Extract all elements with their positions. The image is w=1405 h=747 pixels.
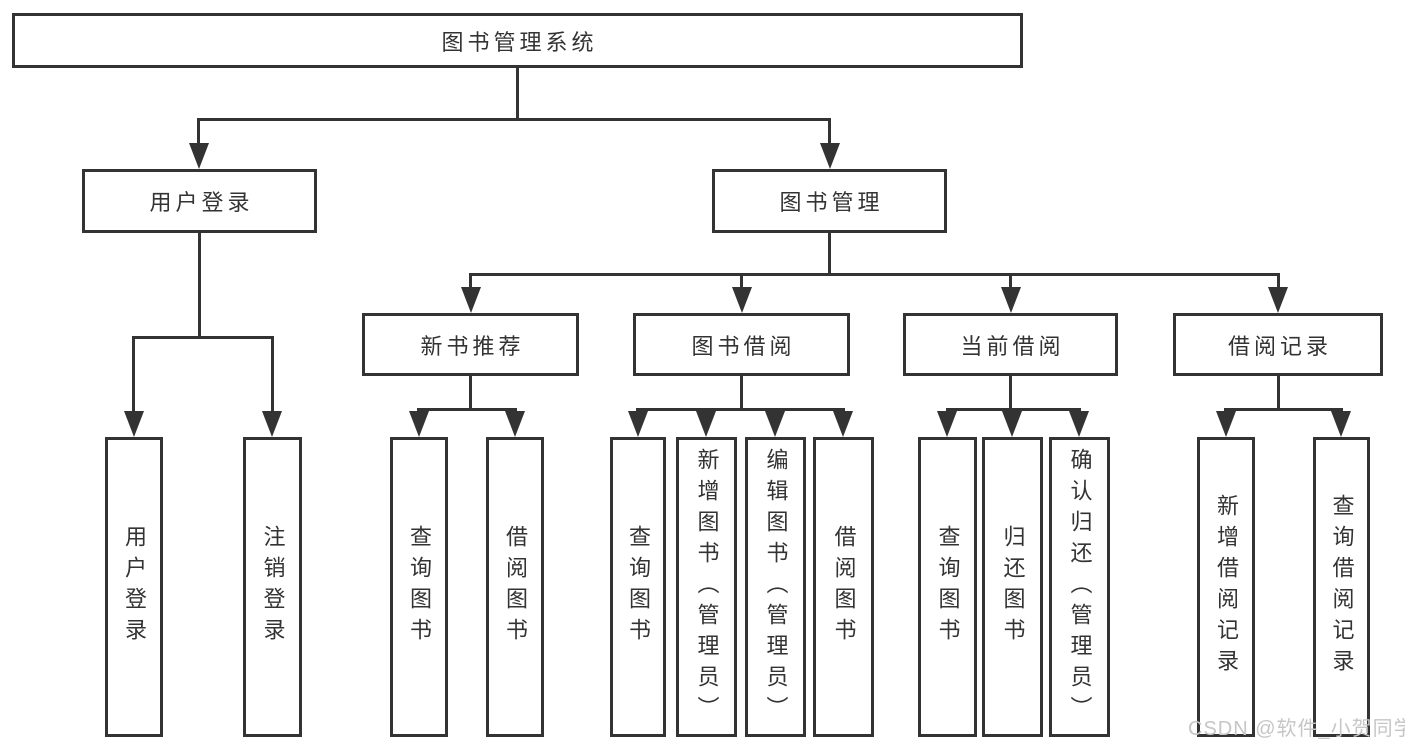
- connector-line: [132, 336, 135, 411]
- node-book-borrowing: 图书借阅: [633, 313, 850, 376]
- connector-line: [828, 233, 831, 273]
- leaf-add-books-admin: 新增图书（管理员）: [676, 437, 737, 737]
- leaf-query-books-current: 查询图书: [918, 437, 977, 737]
- arrowhead-icon: [409, 411, 429, 437]
- connector-line: [197, 118, 831, 121]
- node-current-borrowing: 当前借阅: [903, 313, 1118, 376]
- arrowhead-icon: [1331, 411, 1351, 437]
- connector-line: [132, 336, 274, 339]
- connector-line: [828, 118, 831, 145]
- arrowhead-icon: [461, 287, 481, 313]
- arrowhead-icon: [262, 411, 282, 437]
- leaf-query-borrow-record: 查询借阅记录: [1313, 437, 1370, 737]
- leaf-return-books: 归还图书: [982, 437, 1043, 737]
- connector-line: [417, 408, 517, 411]
- connector-line: [1277, 376, 1280, 408]
- arrowhead-icon: [189, 143, 209, 169]
- connector-line: [516, 68, 519, 118]
- leaf-edit-books-admin: 编辑图书（管理员）: [745, 437, 806, 737]
- connector-line: [740, 273, 743, 287]
- arrowhead-icon: [1001, 287, 1021, 313]
- connector-line: [636, 408, 845, 411]
- connector-line: [1009, 376, 1012, 408]
- connector-line: [469, 273, 1280, 276]
- arrowhead-icon: [765, 411, 785, 437]
- arrowhead-icon: [124, 411, 144, 437]
- connector-line: [1009, 273, 1012, 287]
- arrowhead-icon: [937, 411, 957, 437]
- node-book-management: 图书管理: [712, 169, 947, 233]
- watermark: CSDN @软件_小贺同学: [1188, 718, 1405, 740]
- node-user-login: 用户登录: [82, 169, 317, 233]
- connector-line: [1277, 273, 1280, 287]
- arrowhead-icon: [1268, 287, 1288, 313]
- connector-line: [271, 336, 274, 411]
- leaf-query-books-recommend: 查询图书: [390, 437, 448, 737]
- arrowhead-icon: [833, 411, 853, 437]
- arrowhead-icon: [820, 143, 840, 169]
- leaf-query-books-borrowing: 查询图书: [610, 437, 666, 737]
- connector-line: [1224, 408, 1343, 411]
- connector-line: [198, 233, 201, 336]
- node-borrowing-records: 借阅记录: [1173, 313, 1383, 376]
- leaf-borrow-books: 借阅图书: [813, 437, 874, 737]
- node-new-book-recommendation: 新书推荐: [362, 313, 579, 376]
- node-library-management-system: 图书管理系统: [12, 13, 1023, 68]
- arrowhead-icon: [696, 411, 716, 437]
- connector-line: [469, 273, 472, 287]
- arrowhead-icon: [1002, 411, 1022, 437]
- arrowhead-icon: [1069, 411, 1089, 437]
- leaf-add-borrow-record: 新增借阅记录: [1197, 437, 1255, 737]
- leaf-borrow-books-recommend: 借阅图书: [486, 437, 544, 737]
- arrowhead-icon: [732, 287, 752, 313]
- connector-line: [197, 118, 200, 145]
- arrowhead-icon: [628, 411, 648, 437]
- connector-line: [946, 408, 1081, 411]
- leaf-confirm-return-admin: 确认归还（管理员）: [1049, 437, 1110, 737]
- connector-line: [469, 376, 472, 408]
- connector-line: [740, 376, 743, 408]
- arrowhead-icon: [1216, 411, 1236, 437]
- leaf-user-login: 用户登录: [105, 437, 163, 737]
- leaf-logout: 注销登录: [243, 437, 302, 737]
- arrowhead-icon: [505, 411, 525, 437]
